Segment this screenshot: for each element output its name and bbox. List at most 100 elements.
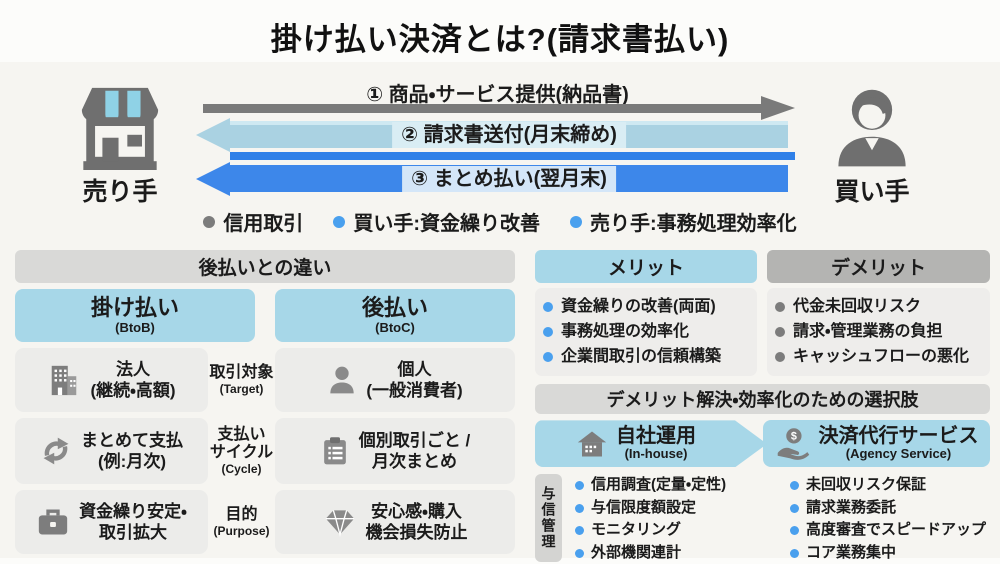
agency-item: 未回収リスク保証 <box>790 474 990 497</box>
inhouse-item: 信用調査(定量・定性) <box>575 474 782 497</box>
cell-line: 資金繰り安定・ <box>79 501 187 521</box>
bullet-dot-icon <box>775 351 785 362</box>
flow-bullet-row: 信用取引 買い手:資金繰り改善 売り手:事務処理効率化 <box>0 207 1000 236</box>
arrow3-shaft: ③ まとめ払い(翌月末) <box>230 165 788 192</box>
demerit-item-label: 代金未回収リスク <box>793 298 922 315</box>
seller-block: 売り手 <box>55 82 185 208</box>
option-agency: $ 決済代行サービス (Agency Service) <box>763 420 990 468</box>
arrow2-shaft: ② 請求書送付(月末締め) <box>230 121 788 148</box>
column-subtitle: (BtoB) <box>115 319 155 335</box>
arrow1-head-icon <box>761 96 795 120</box>
inhouse-item-label: 信用調査(定量・定性) <box>591 476 727 494</box>
cell-text: 法人 (継続・高額) <box>90 359 175 402</box>
clipboard-icon <box>323 437 346 465</box>
criterion-en-label: (Cycle) <box>221 461 262 476</box>
storefront-icon <box>81 87 159 170</box>
arrow2-label: ② 請求書送付(月末締め) <box>392 121 626 148</box>
agency-list: 未回収リスク保証 請求業務委託 高度審査でスピードアップ コア業務集中 <box>790 474 990 564</box>
cell-line: 機会損失防止 <box>365 523 468 542</box>
arrow3-head-icon <box>196 162 230 196</box>
demerit-list: 代金未回収リスク 請求・管理業務の負担 キャッシュフローの悪化 <box>767 288 990 377</box>
option-subtitle: (In-house) <box>624 446 688 462</box>
merit-demerit-panel: メリット 資金繰りの改善(両面) 事務処理の効率化 企業間取引の信頼構築 <box>535 250 990 564</box>
cell-text: まとめて支払 (例:月次) <box>81 430 183 473</box>
option-title: 自社運用 <box>616 425 696 448</box>
criterion-label: 支払い <box>217 426 266 444</box>
inhouse-list: 信用調査(定量・定性) 与信限度額設定 モニタリング 外部機関連計 <box>575 474 782 564</box>
criterion-cycle: 支払い サイクル (Cycle) <box>208 418 275 484</box>
cell-text: 安心感・購入 機会損失防止 <box>366 501 468 544</box>
cycle-icon <box>43 437 69 465</box>
demerit-item-label: 請求・管理業務の負担 <box>793 322 943 340</box>
bullet-dot-icon <box>575 481 584 491</box>
comparison-header: 後払いとの違い <box>15 250 515 283</box>
cell-line: 法人 <box>115 359 150 379</box>
inhouse-item-label: 外部機関連計 <box>591 543 682 561</box>
cell-kakebarai-cycle: まとめて支払 (例:月次) <box>15 418 208 484</box>
column-title: 掛け払い <box>90 295 179 321</box>
column-header-kakebarai: 掛け払い (BtoB) <box>15 289 255 342</box>
buyer-block: 買い手 <box>807 82 937 208</box>
briefcase-icon <box>38 509 68 535</box>
person-icon <box>330 366 354 394</box>
comparison-row-target: 法人 (継続・高額) 取引対象 (Target) 個人 (一般消費者) <box>15 348 515 412</box>
solutions-detail: 与信管理 信用調査(定量・定性) 与信限度額設定 モニタリング <box>535 474 990 564</box>
cell-atobarai-purpose: 安心感・購入 機会損失防止 <box>275 490 515 554</box>
inhouse-item: 与信限度額設定 <box>575 497 782 520</box>
agency-item-label: 請求業務委託 <box>806 498 897 516</box>
flow-bullet-label: 信用取引 <box>223 213 304 235</box>
bullet-dot-icon <box>543 327 553 338</box>
option-title: 決済代行サービス <box>818 425 979 448</box>
cell-text: 個人 (一般消費者) <box>366 359 462 402</box>
bullet-dot-icon <box>790 481 799 491</box>
buyer-label: 買い手 <box>834 178 910 206</box>
merit-column: メリット 資金繰りの改善(両面) 事務処理の効率化 企業間取引の信頼構築 <box>535 250 757 377</box>
comparison-column-headers: 掛け払い (BtoB) 後払い (BtoC) <box>15 289 515 342</box>
merit-item: 事務処理の効率化 <box>543 320 749 345</box>
agency-item: 高度審査でスピードアップ <box>790 519 990 542</box>
criterion-label: 取引対象 <box>209 364 274 382</box>
building-icon <box>52 365 77 396</box>
arrow2-head-icon <box>196 118 230 152</box>
bullet-dot-icon <box>570 215 582 228</box>
merit-header: メリット <box>535 250 757 283</box>
bullet-dot-icon <box>333 215 346 228</box>
cell-line: 取引拡大 <box>99 523 167 542</box>
cell-line: 安心感・購入 <box>371 501 462 521</box>
thin-blue-bar <box>230 152 795 160</box>
criterion-en-label: (Target) <box>219 381 264 396</box>
inhouse-item: モニタリング <box>575 519 782 542</box>
demerit-item: 請求・管理業務の負担 <box>775 320 982 345</box>
credit-management-label: 与信管理 <box>535 474 562 563</box>
demerit-item-label: キャッシュフローの悪化 <box>793 347 970 365</box>
arrow1-label: ① 商品・サービス提供(納品書) <box>366 84 629 106</box>
option-subtitle: (Agency Service) <box>845 446 952 462</box>
svg-text:$: $ <box>790 430 796 442</box>
bullet-dot-icon <box>790 526 799 536</box>
cell-text: 資金繰り安定・ 取引拡大 <box>79 501 187 544</box>
demerit-item: キャッシュフローの悪化 <box>775 345 982 370</box>
column-title: 後払い <box>361 295 428 321</box>
merit-item-label: 事務処理の効率化 <box>561 322 690 340</box>
column-subtitle: (BtoC) <box>375 319 415 335</box>
cell-atobarai-target: 個人 (一般消費者) <box>275 348 515 412</box>
diamond-icon <box>325 510 354 537</box>
criterion-label: 目的 <box>225 506 258 524</box>
criterion-purpose: 目的 (Purpose) <box>208 490 275 554</box>
agency-item: 請求業務委託 <box>790 497 990 520</box>
inhouse-item: 外部機関連計 <box>575 542 782 564</box>
cell-line: まとめて支払 <box>81 430 183 450</box>
cell-line: (例:月次) <box>98 452 166 471</box>
solutions-header: デメリット解決・効率化のための選択肢 <box>535 384 990 415</box>
house-icon <box>577 431 607 457</box>
option-text: 自社運用 (In-house) <box>616 426 696 461</box>
cell-line: 月次まとめ <box>371 452 457 471</box>
comparison-row-purpose: 資金繰り安定・ 取引拡大 目的 (Purpose) 安心感・購入 <box>15 490 515 554</box>
merit-item-label: 資金繰りの改善(両面) <box>561 298 716 315</box>
comparison-row-cycle: まとめて支払 (例:月次) 支払い サイクル (Cycle) <box>15 418 515 484</box>
bullet-dot-icon <box>775 302 785 313</box>
demerit-item: 代金未回収リスク <box>775 295 982 320</box>
flow-bullet-credit: 信用取引 <box>203 207 303 236</box>
cell-line: 個別取引ごと / <box>358 430 471 450</box>
